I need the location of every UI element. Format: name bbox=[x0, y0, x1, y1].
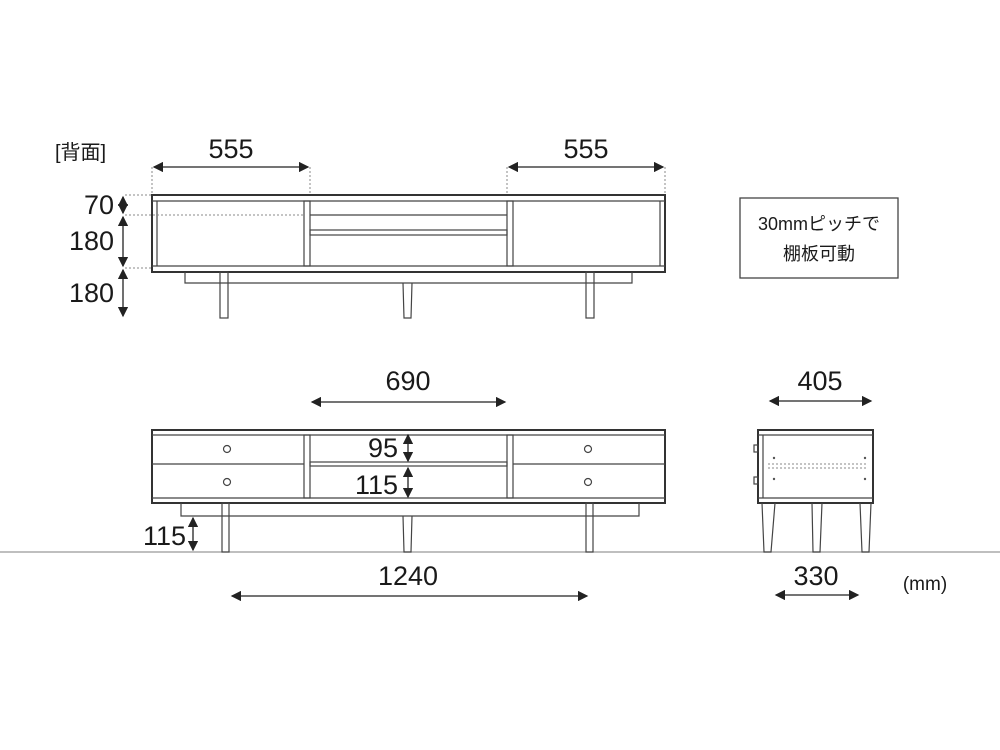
dim-side-leg-span: 330 bbox=[793, 561, 838, 591]
dim-right-width: 555 bbox=[563, 134, 608, 164]
dim-leg-height: 180 bbox=[69, 278, 114, 308]
leg bbox=[859, 502, 872, 553]
dim-leg-span: 1240 bbox=[378, 561, 438, 591]
leg bbox=[811, 502, 823, 553]
leg bbox=[585, 502, 594, 553]
leg bbox=[221, 502, 230, 553]
dim-leg-clearance: 115 bbox=[143, 521, 186, 551]
dim-lower-drawer: 115 bbox=[355, 470, 398, 500]
dim-upper-drawer: 95 bbox=[368, 433, 398, 463]
note-line-2: 棚板可動 bbox=[783, 244, 855, 264]
dim-top-height: 70 bbox=[84, 190, 114, 220]
unit-label: (mm) bbox=[903, 574, 947, 595]
side-view: 405 330 (mm) bbox=[753, 366, 947, 601]
dim-depth: 405 bbox=[797, 366, 842, 396]
drawer-knob bbox=[583, 477, 593, 487]
front-view: 690 95 115 115 1240 bbox=[143, 366, 666, 602]
leg bbox=[402, 282, 413, 319]
leg bbox=[761, 502, 776, 553]
drawer-knob bbox=[583, 444, 593, 454]
dim-left-width: 555 bbox=[208, 134, 253, 164]
leg bbox=[585, 271, 595, 319]
drawer-knob bbox=[222, 477, 232, 487]
leg bbox=[402, 515, 413, 553]
back-view: [背面] 555 555 70 180 180 bbox=[55, 134, 666, 319]
back-view-label: [背面] bbox=[55, 141, 106, 164]
note-line-1: 30mmピッチで bbox=[758, 214, 880, 234]
dim-middle-height: 180 bbox=[69, 226, 114, 256]
drawer-knob bbox=[222, 444, 232, 454]
leg bbox=[219, 271, 229, 319]
note-box: 30mmピッチで 棚板可動 bbox=[739, 197, 899, 279]
dim-center-width: 690 bbox=[385, 366, 430, 396]
